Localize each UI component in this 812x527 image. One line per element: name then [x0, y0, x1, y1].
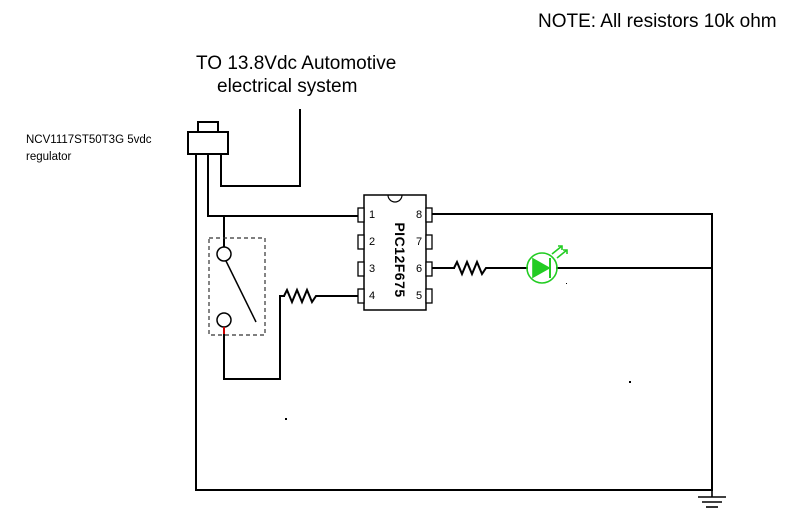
ground-wire: [195, 164, 713, 491]
pull-resistor: [283, 287, 318, 305]
pin-8-label: 8: [416, 209, 423, 221]
pin-5-label: 5: [416, 290, 423, 302]
led-resistor: [453, 259, 488, 277]
ground-symbol: [698, 490, 726, 508]
supply-label-line2: electrical system: [217, 76, 358, 97]
resistor-note: NOTE: All resistors 10k ohm: [538, 11, 777, 32]
vcc-wire: [207, 164, 361, 217]
right-rail: [429, 213, 713, 491]
voltage-regulator: [187, 121, 229, 155]
supply-wire: [220, 109, 301, 187]
regulator-pins: [195, 154, 222, 165]
pic-chip-body: [363, 194, 427, 311]
led-indicator: [526, 245, 568, 284]
pin-7-label: 7: [416, 236, 423, 248]
pin-6-label: 6: [416, 263, 423, 275]
chip-pins: [357, 207, 433, 304]
regulator-label-line1: NCV1117ST50T3G 5vdc: [26, 134, 152, 146]
stray-dots: [285, 283, 631, 420]
pin-3-label: 3: [369, 263, 376, 275]
switch-lever: [225, 260, 257, 323]
chip-label: PIC12F675: [392, 222, 408, 298]
pin-4-label: 4: [369, 290, 376, 302]
wires: [195, 109, 713, 491]
regulator-label-line2: regulator: [26, 151, 72, 163]
pin-2-label: 2: [369, 236, 376, 248]
chip-notch: [387, 194, 403, 203]
pin-1-label: 1: [369, 209, 376, 221]
switch-bottom-wire: [223, 295, 281, 380]
switch-contact-bottom: [216, 312, 232, 328]
switch-contact-top: [216, 246, 232, 262]
switch-box: [208, 237, 266, 336]
supply-label-line1: TO 13.8Vdc Automotive: [196, 53, 397, 74]
